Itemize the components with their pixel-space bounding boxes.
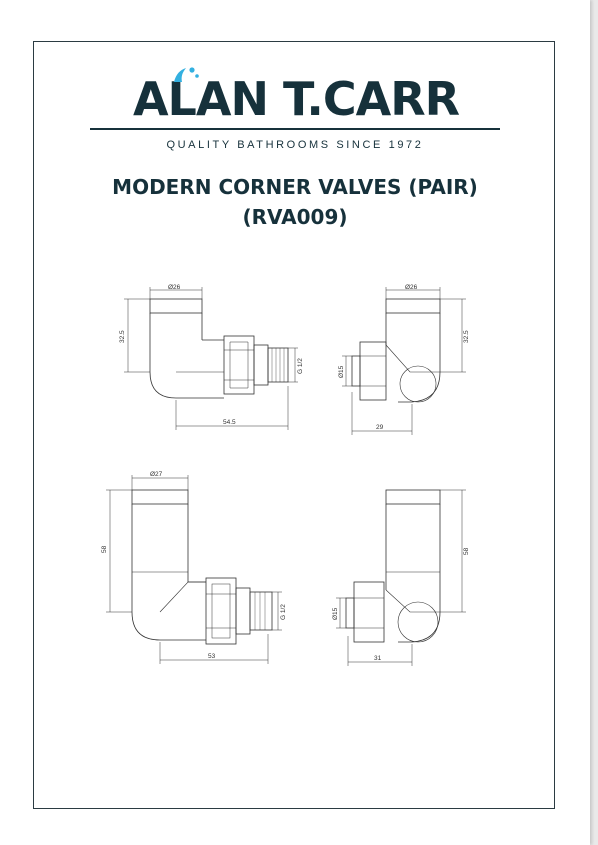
dim-bl-height: 58 <box>101 545 108 553</box>
drawing-top-left-valve <box>149 298 289 399</box>
logo-underline <box>90 128 500 130</box>
product-title: MODERN CORNER VALVES (PAIR) (RVA009) <box>0 172 590 232</box>
brand-logo: ALAN T.CARR <box>86 67 506 132</box>
dim-br-height: 58 <box>463 547 470 555</box>
drawing-bottom-right-valve <box>345 489 441 643</box>
dimensions-top-right <box>342 287 466 435</box>
page-border <box>33 41 555 809</box>
dim-tr-height: 32.5 <box>463 330 470 343</box>
dim-tl-length: 54.5 <box>223 419 236 426</box>
dim-tl-diameter: Ø26 <box>168 284 181 291</box>
logo-wordmark: ALAN T.CARR <box>132 72 460 126</box>
product-title-line-2: (RVA009) <box>242 205 348 229</box>
dim-tr-diameter: Ø26 <box>405 284 418 291</box>
brand-tagline: QUALITY BATHROOMS SINCE 1972 <box>166 139 424 151</box>
drawing-top-right-valve <box>351 298 441 403</box>
dim-tr-length: 29 <box>376 424 384 431</box>
dim-bl-length: 53 <box>208 653 216 660</box>
dimensions-bottom-left <box>106 475 282 664</box>
water-splash-icon <box>174 67 199 82</box>
dim-bl-thread: G 1/2 <box>280 604 287 620</box>
drawing-bottom-left-valve <box>131 489 273 645</box>
dim-tl-height: 32.5 <box>119 330 126 343</box>
dim-tr-pipe: Ø15 <box>338 365 345 378</box>
dim-tl-thread: G 1/2 <box>297 358 304 374</box>
dim-bl-diameter: Ø27 <box>150 471 163 478</box>
dimensions-top-left <box>124 287 298 430</box>
dimensions-bottom-right <box>336 489 466 666</box>
dim-br-length: 31 <box>374 655 382 662</box>
product-title-line-1: MODERN CORNER VALVES (PAIR) <box>112 175 478 199</box>
dim-br-pipe: Ø15 <box>332 607 339 620</box>
